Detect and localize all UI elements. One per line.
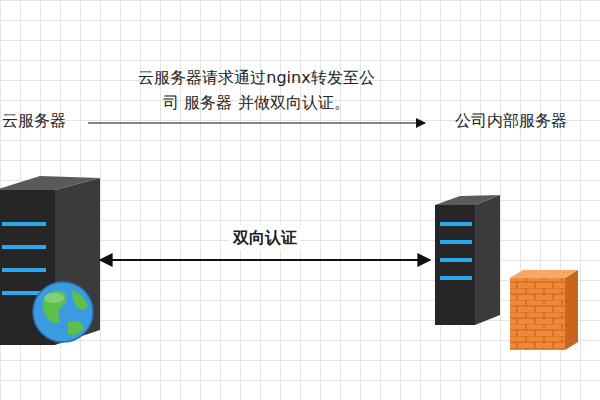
connector-arrow xyxy=(100,259,430,261)
firewall-icon xyxy=(510,270,578,350)
server-node: 云服务器 xyxy=(0,110,100,345)
edge-label: 双向认证 xyxy=(229,225,301,250)
connector-arrow xyxy=(88,123,425,124)
globe-icon xyxy=(33,282,93,342)
server-node: 公司内部服务器 xyxy=(430,110,585,350)
cloud-server-icon xyxy=(0,176,100,345)
server-label: 公司内部服务器 xyxy=(455,110,567,132)
company-server-icon xyxy=(435,195,500,325)
edge-label: 云服务器请求通过nginx转发至公司 服务器 并做双向认证。 xyxy=(132,65,382,115)
server-label: 云服务器 xyxy=(2,110,66,132)
